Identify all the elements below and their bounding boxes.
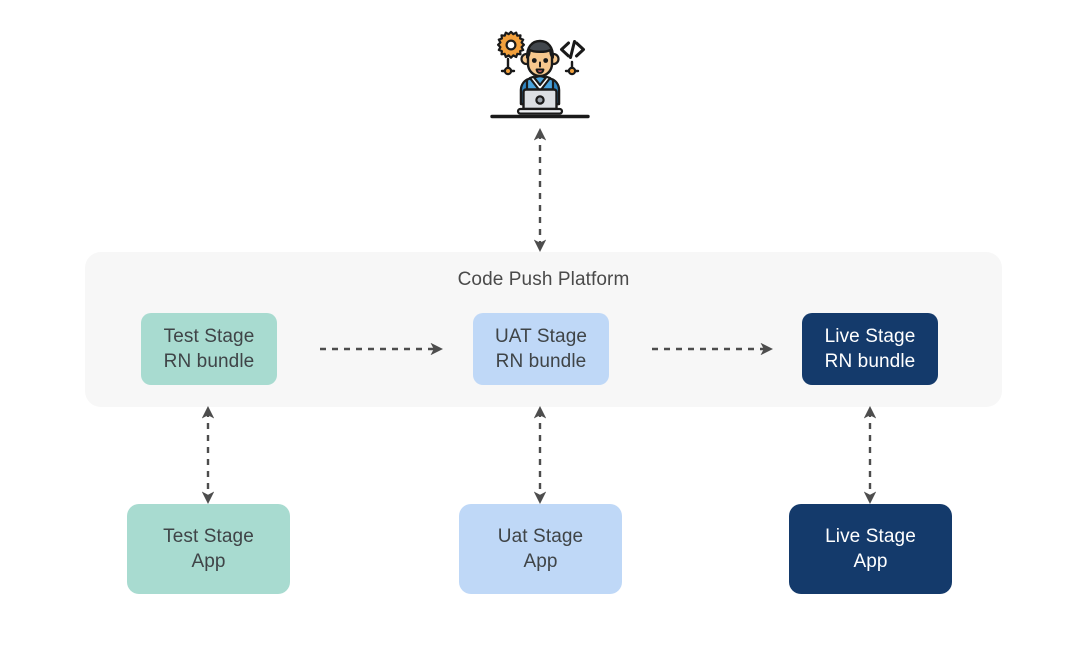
bundle-uat-line2: RN bundle (495, 351, 587, 372)
left-connector-icon (500, 57, 516, 76)
app-live-line2: App (853, 551, 888, 572)
bundle-test-line1: Test Stage (163, 326, 255, 347)
bundle-box-test-stage[interactable]: Test Stage RN bundle (141, 313, 277, 385)
app-box-uat-stage[interactable]: Uat Stage App (459, 504, 622, 594)
app-test-line2: App (191, 551, 226, 572)
app-box-live-stage[interactable]: Live Stage App (789, 504, 952, 594)
developer-at-laptop-icon (488, 26, 592, 126)
bundle-box-uat-stage[interactable]: UAT Stage RN bundle (473, 313, 609, 385)
app-live-line1: Live Stage (825, 526, 916, 547)
app-uat-line1: Uat Stage (497, 526, 584, 547)
app-test-line1: Test Stage (163, 526, 254, 547)
code-brackets-icon (560, 40, 585, 59)
bundle-test-line2: RN bundle (163, 351, 255, 372)
gear-icon (497, 30, 525, 59)
bundle-live-line1: Live Stage (824, 326, 916, 347)
app-uat-line2: App (523, 551, 558, 572)
right-connector-icon (564, 60, 580, 76)
bundle-live-line2: RN bundle (824, 351, 916, 372)
bundle-uat-line1: UAT Stage (494, 326, 588, 347)
bundle-box-live-stage[interactable]: Live Stage RN bundle (802, 313, 938, 385)
app-box-test-stage[interactable]: Test Stage App (127, 504, 290, 594)
platform-title: Code Push Platform (457, 269, 630, 290)
